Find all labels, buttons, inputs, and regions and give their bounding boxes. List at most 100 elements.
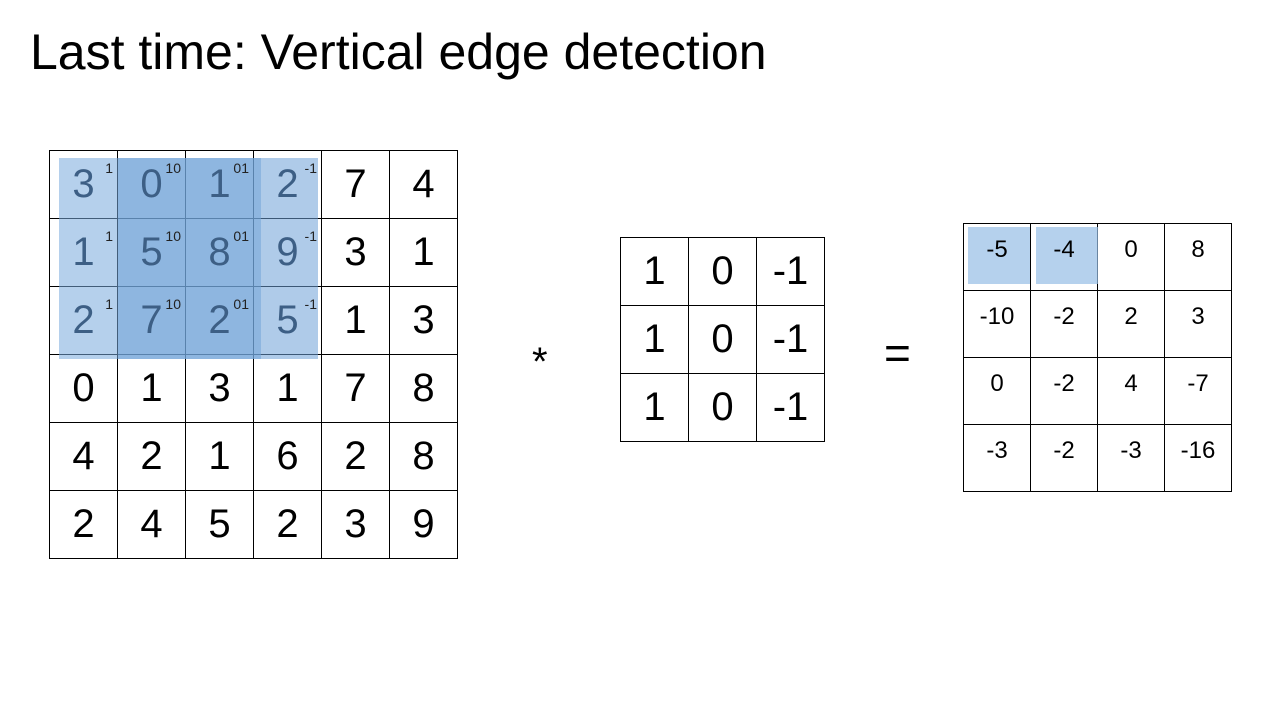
output-cell: -3 — [1097, 424, 1165, 492]
output-cell-value: -3 — [986, 437, 1008, 464]
input-cell-value: 9 — [412, 502, 435, 546]
kernel-cell-value: 1 — [643, 385, 666, 429]
output-cell: 0 — [1097, 223, 1165, 291]
output-cell-value: 4 — [1124, 370, 1138, 397]
input-cell-value: 4 — [412, 162, 435, 206]
kernel-cell-value: 0 — [711, 385, 734, 429]
output-cell: -5 — [963, 223, 1031, 291]
kernel-cell-value: -1 — [772, 249, 809, 293]
input-cell: 2 — [321, 422, 390, 491]
input-cell-value: 5 — [276, 298, 299, 342]
input-cell: 1 — [185, 422, 254, 491]
input-cell-value: 7 — [344, 366, 367, 410]
kernel-cell-value: 0 — [711, 249, 734, 293]
input-cell-value: 1 — [208, 162, 231, 206]
output-cell-value: 3 — [1191, 303, 1205, 330]
input-cell: 3 — [185, 354, 254, 423]
output-cell: -2 — [1030, 424, 1098, 492]
input-cell-value: 3 — [344, 230, 367, 274]
kernel-cell: 0 — [688, 237, 757, 306]
input-cell-value: 2 — [72, 298, 95, 342]
kernel-cell-value: 1 — [643, 317, 666, 361]
output-row: 0 -2 4 -7 — [963, 357, 1232, 425]
input-cell: 4 — [49, 422, 118, 491]
output-cell-value: 2 — [1124, 303, 1138, 330]
input-cell-value: 2 — [276, 162, 299, 206]
input-cell-value: 1 — [140, 366, 163, 410]
kernel-weight-superscript: 01 — [233, 160, 249, 176]
output-cell-value: -7 — [1187, 370, 1209, 397]
input-cell-value: 2 — [208, 298, 231, 342]
input-cell: 5 -1 — [253, 286, 322, 355]
output-cell-value: -16 — [1180, 437, 1216, 464]
input-cell-value: 1 — [344, 298, 367, 342]
input-cell-value: 3 — [344, 502, 367, 546]
output-cell-value: -2 — [1053, 437, 1075, 464]
output-cell-value: -2 — [1053, 303, 1075, 330]
kernel-cell: 0 — [688, 305, 757, 374]
kernel-weight-superscript: 01 — [233, 228, 249, 244]
output-cell: -4 — [1030, 223, 1098, 291]
input-cell-value: 1 — [276, 366, 299, 410]
input-cell: 1 — [117, 354, 186, 423]
input-cell-value: 4 — [140, 502, 163, 546]
input-cell-value: 2 — [344, 434, 367, 478]
input-cell-value: 8 — [412, 434, 435, 478]
output-cell: -16 — [1164, 424, 1232, 492]
output-row: -3 -2 -3 -16 — [963, 424, 1232, 492]
input-cell-value: 2 — [140, 434, 163, 478]
output-cell: -3 — [963, 424, 1031, 492]
kernel-weight-superscript: -1 — [304, 160, 317, 176]
convolution-operator: * — [532, 340, 548, 384]
equals-operator: = — [884, 327, 911, 379]
input-cell-value: 2 — [276, 502, 299, 546]
output-cell: 8 — [1164, 223, 1232, 291]
kernel-cell-value: 0 — [711, 317, 734, 361]
kernel-weight-superscript: 1 — [105, 296, 113, 312]
input-cell-value: 3 — [412, 298, 435, 342]
kernel-cell: 0 — [688, 373, 757, 442]
output-cell-value: -2 — [1053, 370, 1075, 397]
input-cell-value: 7 — [344, 162, 367, 206]
output-cell: 2 — [1097, 290, 1165, 358]
kernel-weight-superscript: 01 — [233, 296, 249, 312]
input-cell-value: 9 — [276, 230, 299, 274]
kernel-cell: 1 — [620, 305, 689, 374]
input-cell-value: 0 — [140, 162, 163, 206]
input-cell-value: 1 — [208, 434, 231, 478]
input-cell: 0 — [49, 354, 118, 423]
input-cell: 8 — [389, 422, 458, 491]
kernel-cell: 1 — [620, 237, 689, 306]
input-cell: 3 — [389, 286, 458, 355]
kernel-row: 1 0 -1 — [620, 305, 825, 374]
kernel-cell: -1 — [756, 373, 825, 442]
input-cell-value: 3 — [72, 162, 95, 206]
input-cell: 7 — [321, 150, 390, 219]
input-cell: 1 — [253, 354, 322, 423]
kernel-weight-superscript: -1 — [304, 296, 317, 312]
kernel-cell: -1 — [756, 305, 825, 374]
input-cell: 3 — [321, 490, 390, 559]
output-cell: -7 — [1164, 357, 1232, 425]
output-cell-value: 0 — [990, 370, 1004, 397]
output-cell: -2 — [1030, 357, 1098, 425]
input-cell-value: 0 — [72, 366, 95, 410]
input-cell-value: 8 — [208, 230, 231, 274]
input-cell-value: 3 — [208, 366, 231, 410]
